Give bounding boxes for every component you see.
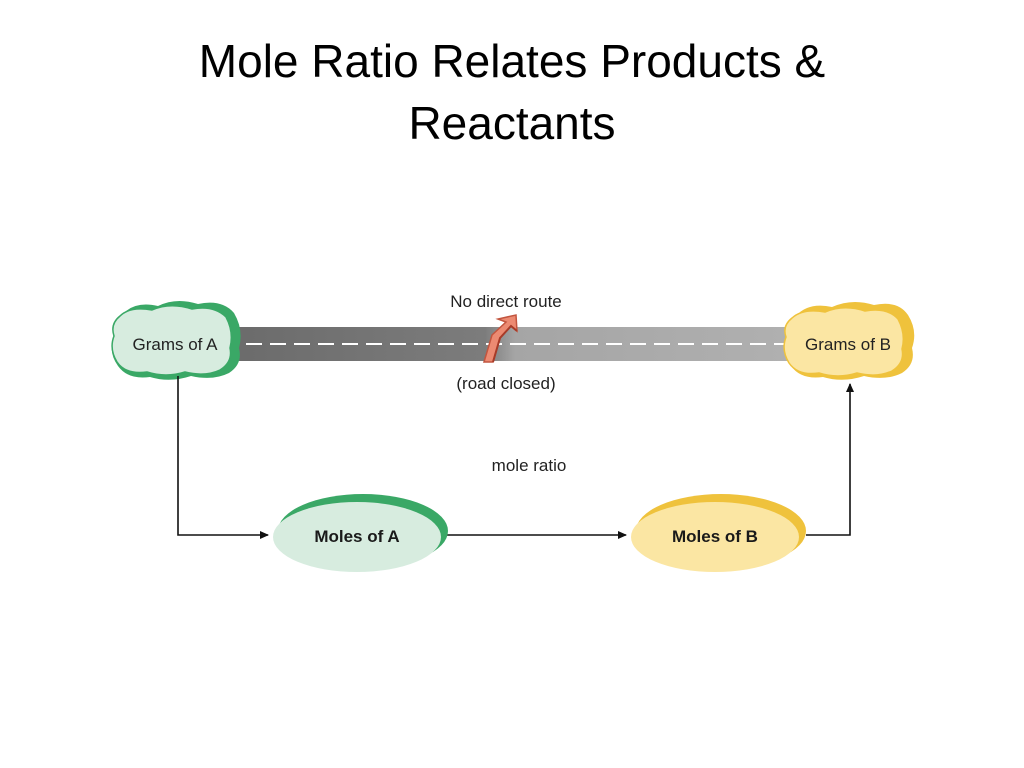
no-direct-route-label: No direct route [450, 292, 562, 311]
grams-of-a-label: Grams of A [132, 335, 218, 354]
road-closed-label: (road closed) [456, 374, 555, 393]
moles-of-b-node: Moles of B [631, 494, 806, 572]
moles-of-b-shape [631, 502, 799, 572]
slide-title: Mole Ratio Relates Products & Reactants [198, 35, 826, 149]
grams-of-b-label: Grams of B [805, 335, 891, 354]
grams-of-a-blob: Grams of A [111, 300, 241, 380]
moles-of-a-node: Moles of A [273, 494, 448, 572]
grams-a-to-moles-a-arrow [177, 376, 269, 539]
moles-of-b-label: Moles of B [672, 527, 758, 546]
grams-of-a-shape [111, 305, 233, 376]
road-closed-sign-icon [482, 314, 518, 363]
grams-of-b-shape [783, 307, 905, 377]
grams-of-b-blob: Grams of B [783, 301, 915, 380]
road [215, 327, 815, 361]
moles-of-a-label: Moles of A [314, 527, 399, 546]
moles-of-a-shape [273, 502, 441, 572]
moles-b-to-grams-b-arrow [806, 383, 854, 536]
connector-arrows [177, 376, 854, 539]
mole-ratio-label: mole ratio [492, 456, 567, 475]
